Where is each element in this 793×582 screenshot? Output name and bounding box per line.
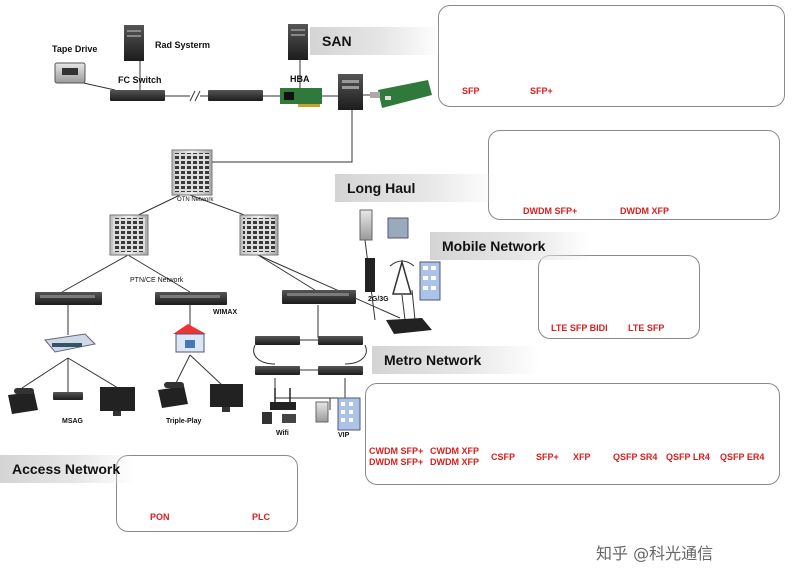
module-label-dwdm-xfp: DWDM XFP	[620, 206, 669, 216]
module-label-lte-sfp-bidi: LTE SFP BIDI	[551, 323, 608, 333]
label-vip: VIP	[338, 432, 350, 439]
access-switch-left	[35, 292, 102, 305]
module-label-qsfp-sr4: QSFP SR4	[613, 452, 658, 462]
metro-ring-switch-3	[255, 366, 300, 375]
monitor-triple-play	[210, 384, 243, 412]
triple-play-home-gateway	[173, 324, 206, 353]
fc-switch-device	[110, 90, 165, 101]
msag-box	[53, 392, 83, 400]
module-label-xfp: XFP	[573, 452, 591, 462]
module-label-sfp: SFP	[462, 86, 480, 96]
label-msag: MSAG	[62, 418, 83, 425]
long-haul-module-panel	[488, 130, 780, 220]
metro-ring-switch-4	[318, 366, 363, 375]
access-switch-right	[282, 290, 356, 304]
module-label-qsfp-er4: QSFP ER4	[720, 452, 765, 462]
msag-device	[44, 333, 97, 353]
ptn-rack-left	[109, 214, 149, 256]
module-label-cwdm-xfp: CWDM XFP DWDM XFP	[430, 446, 479, 467]
module-label-cwdm-sfp-plus: CWDM SFP+ DWDM SFP+	[369, 446, 424, 467]
label-tape-drive: Tape Drive	[52, 44, 98, 54]
phone-triple-play	[158, 382, 188, 408]
fiber-interface-card	[370, 80, 432, 108]
fc-switch-device-2	[208, 90, 263, 101]
otn-network-rack	[171, 149, 213, 196]
access-module-panel	[116, 455, 298, 532]
access-switch-middle	[155, 292, 227, 305]
section-long-haul: Long Haul	[335, 174, 497, 202]
monitor-left	[100, 387, 135, 416]
metro-ring-switch-1	[255, 336, 300, 345]
module-label-dwdm-sfp-plus: DWDM SFP+	[523, 206, 578, 216]
ptn-rack-right	[239, 214, 279, 256]
label-wifi: Wifi	[276, 430, 289, 437]
label-wimax: WIMAX	[213, 309, 238, 316]
mobile-module-panel	[538, 255, 700, 339]
metro-aggregation-router	[386, 318, 432, 334]
rad-system-tower	[124, 25, 144, 61]
module-label-csfp: CSFP	[491, 452, 516, 462]
label-hba: HBA	[290, 74, 310, 84]
module-label-sfp-plus: SFP+	[530, 86, 553, 96]
san-storage-tower	[288, 24, 308, 60]
label-rad-system: Rad Systerm	[155, 40, 211, 50]
module-label-plc: PLC	[252, 512, 270, 522]
label-fc-switch: FC Switch	[118, 75, 162, 85]
server-tower	[338, 74, 363, 110]
section-mobile-network: Mobile Network	[430, 232, 592, 260]
cell-tower	[389, 259, 415, 295]
connection-lines	[21, 60, 416, 410]
module-label-qsfp-lr4: QSFP LR4	[666, 452, 710, 462]
vip-building	[337, 397, 361, 431]
phone-left	[8, 388, 38, 414]
metro-module-panel	[365, 383, 780, 485]
wifi-router	[262, 388, 296, 424]
section-san: SAN	[310, 27, 442, 55]
san-module-panel	[438, 5, 785, 107]
watermark: 知乎 @科光通信	[596, 544, 714, 563]
mobile-bts-cabinet	[365, 258, 375, 292]
section-metro-network: Metro Network	[372, 346, 539, 374]
section-access-network: Access Network	[0, 455, 134, 483]
metro-ring-switch-2	[318, 336, 363, 345]
label-ptn-ce-network: PTN/CE Network	[130, 277, 184, 284]
module-label-sfp-plus-metro: SFP+	[536, 452, 559, 462]
label-triple-play: Triple-Play	[166, 418, 202, 425]
hba-card	[280, 88, 322, 107]
link-break-marks	[189, 90, 201, 102]
vip-server	[315, 401, 329, 423]
module-label-lte-sfp: LTE SFP	[628, 323, 665, 333]
tape-drive-device	[54, 62, 86, 84]
mobile-building	[419, 261, 441, 301]
label-otn-network: OTN Network	[177, 197, 214, 203]
label-2g-3g: 2G/3G	[368, 296, 389, 303]
module-label-pon: PON	[150, 512, 170, 522]
long-haul-box	[387, 217, 409, 239]
long-haul-tower	[359, 209, 373, 241]
